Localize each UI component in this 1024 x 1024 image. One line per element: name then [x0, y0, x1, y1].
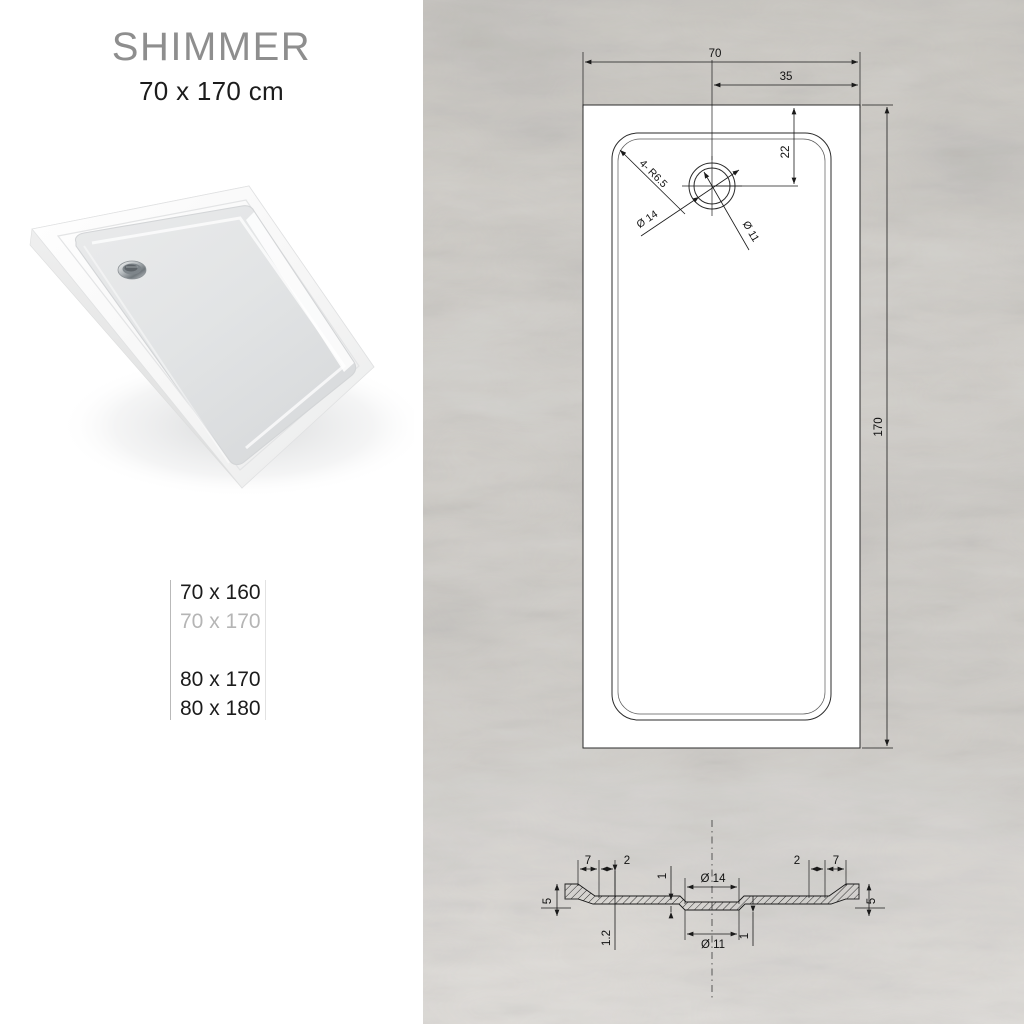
size-option-70x160[interactable]: 70 x 160 [180, 581, 261, 604]
dim-section-right-flange: 7 [833, 855, 839, 867]
dim-plan-length: 170 [873, 417, 885, 436]
list-rule-right [265, 580, 266, 720]
dim-section-drain-inner: Ø 11 [701, 939, 725, 951]
dim-section-right-height: 5 [866, 898, 878, 904]
dim-section-left-flange: 7 [585, 855, 591, 867]
technical-drawing-panel: 70 35 22 170 4- R6.5 Ø 14 [423, 0, 1024, 1024]
size-option-list: 70 x 160 70 x 170 80 x 170 80 x 180 [170, 578, 266, 723]
dim-section-right-step: 2 [794, 855, 800, 867]
list-rule-left [170, 580, 171, 720]
size-option-80x180[interactable]: 80 x 180 [180, 697, 261, 720]
size-option-80x170[interactable]: 80 x 170 [180, 668, 261, 691]
dim-section-inner-depth: 1.2 [601, 930, 613, 946]
dim-corner-radius: 4- R6.5 [637, 157, 670, 190]
product-render [14, 176, 414, 516]
product-size-caption: 70 x 170 cm [139, 76, 284, 106]
plan-view-sheet [583, 105, 860, 748]
drawing-linework: 70 35 22 170 4- R6.5 Ø 14 [541, 48, 893, 1000]
dim-drain-offset-y: 22 [780, 146, 792, 159]
left-info-panel: SHIMMER 70 x 170 cm [0, 0, 423, 1024]
dim-section-drain-outer: Ø 14 [701, 873, 727, 885]
page-title: SHIMMER [111, 25, 312, 69]
title-block: SHIMMER 70 x 170 cm [0, 26, 423, 107]
cross-section-view: 5 7 2 1.2 1 [541, 820, 885, 1000]
dim-drain-outer: Ø 14 [635, 208, 661, 231]
dim-section-left-height: 5 [542, 898, 554, 904]
dim-plan-width: 70 [709, 48, 722, 60]
dim-section-right-lip: 1 [739, 933, 751, 939]
size-option-70x170-current[interactable]: 70 x 170 [180, 610, 261, 633]
plan-view: 70 35 22 170 4- R6.5 Ø 14 [582, 48, 893, 749]
dim-section-left-lip: 1 [657, 873, 669, 879]
drain-fitting [117, 260, 147, 280]
shower-tray-3d-render [29, 185, 414, 498]
size-option-spacer [170, 636, 261, 665]
dim-drain-offset-x: 35 [780, 71, 793, 83]
dim-section-left-step: 2 [624, 855, 630, 867]
